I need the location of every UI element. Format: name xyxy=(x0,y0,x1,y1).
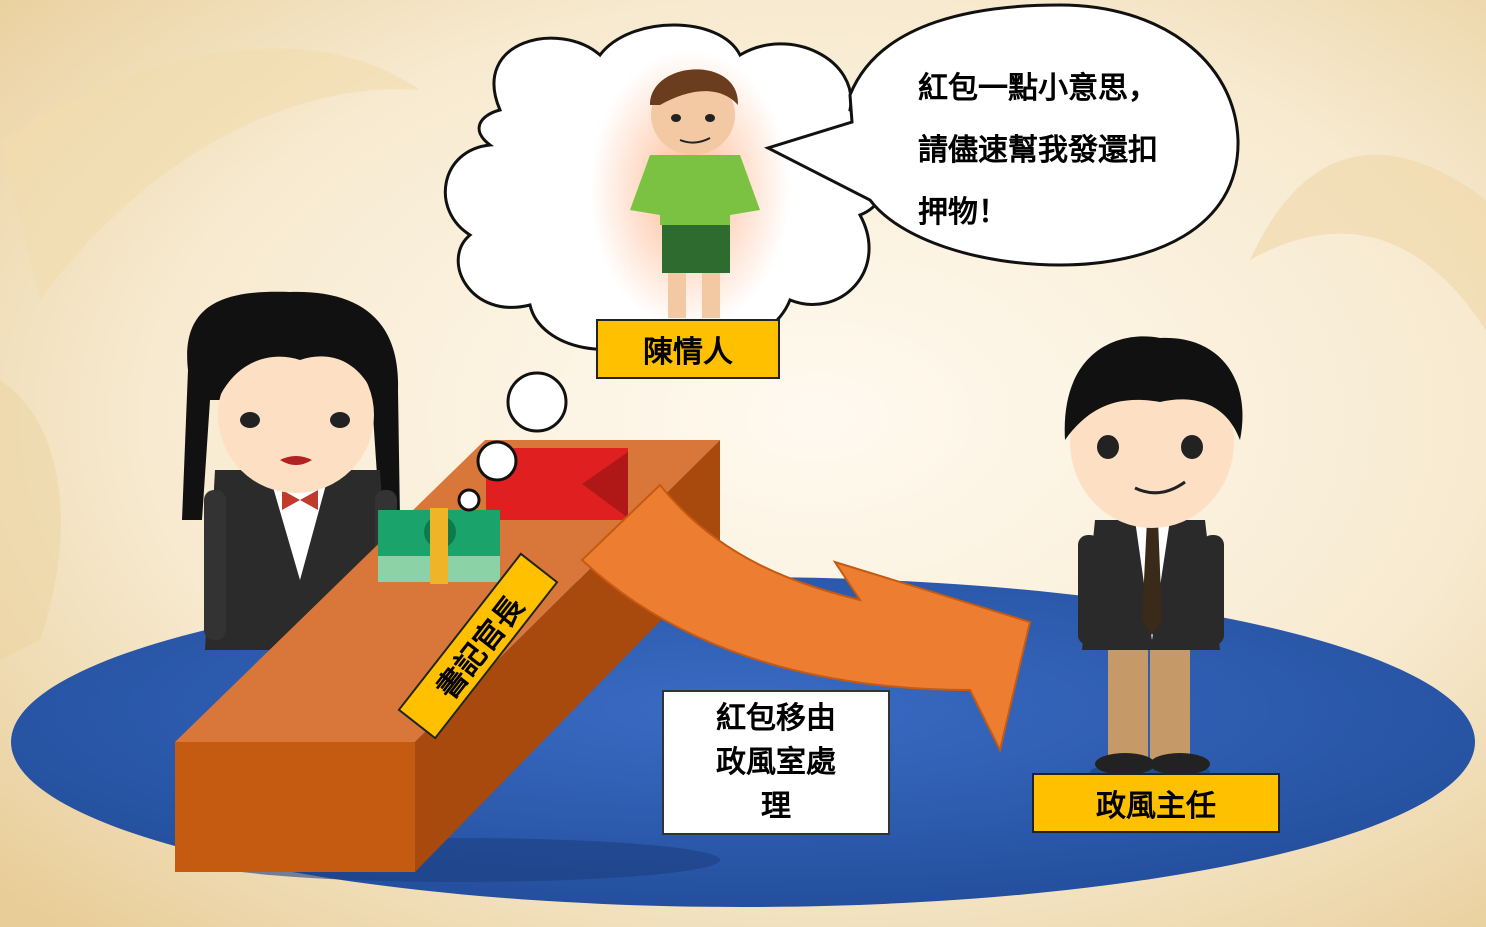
petitioner-figure xyxy=(590,50,790,330)
speech-line-3: 押物！ xyxy=(918,195,1008,230)
background-swirl xyxy=(1250,154,1486,330)
man-figure xyxy=(1064,336,1243,782)
background-swirl xyxy=(0,380,61,660)
note-box: 紅包移由 政風室處 理 xyxy=(662,690,890,835)
note-line-3: 理 xyxy=(761,788,791,824)
note-line-2: 政風室處 xyxy=(716,744,836,780)
speech-line-2: 請儘速幫我發還扣 xyxy=(918,133,1158,168)
transfer-arrow xyxy=(580,483,1032,753)
note-line-1: 紅包移由 xyxy=(716,700,836,736)
background-swirl xyxy=(0,48,420,301)
speech-bubble xyxy=(764,3,1240,267)
petitioner-label: 陳情人 xyxy=(596,319,780,379)
speech-bubble-text: 紅包一點小意思， 請儘速幫我發還扣 押物！ xyxy=(918,58,1218,244)
ethics-director-label: 政風主任 xyxy=(1032,773,1280,833)
money-stack xyxy=(378,508,500,584)
speech-line-1: 紅包一點小意思， xyxy=(918,71,1158,106)
